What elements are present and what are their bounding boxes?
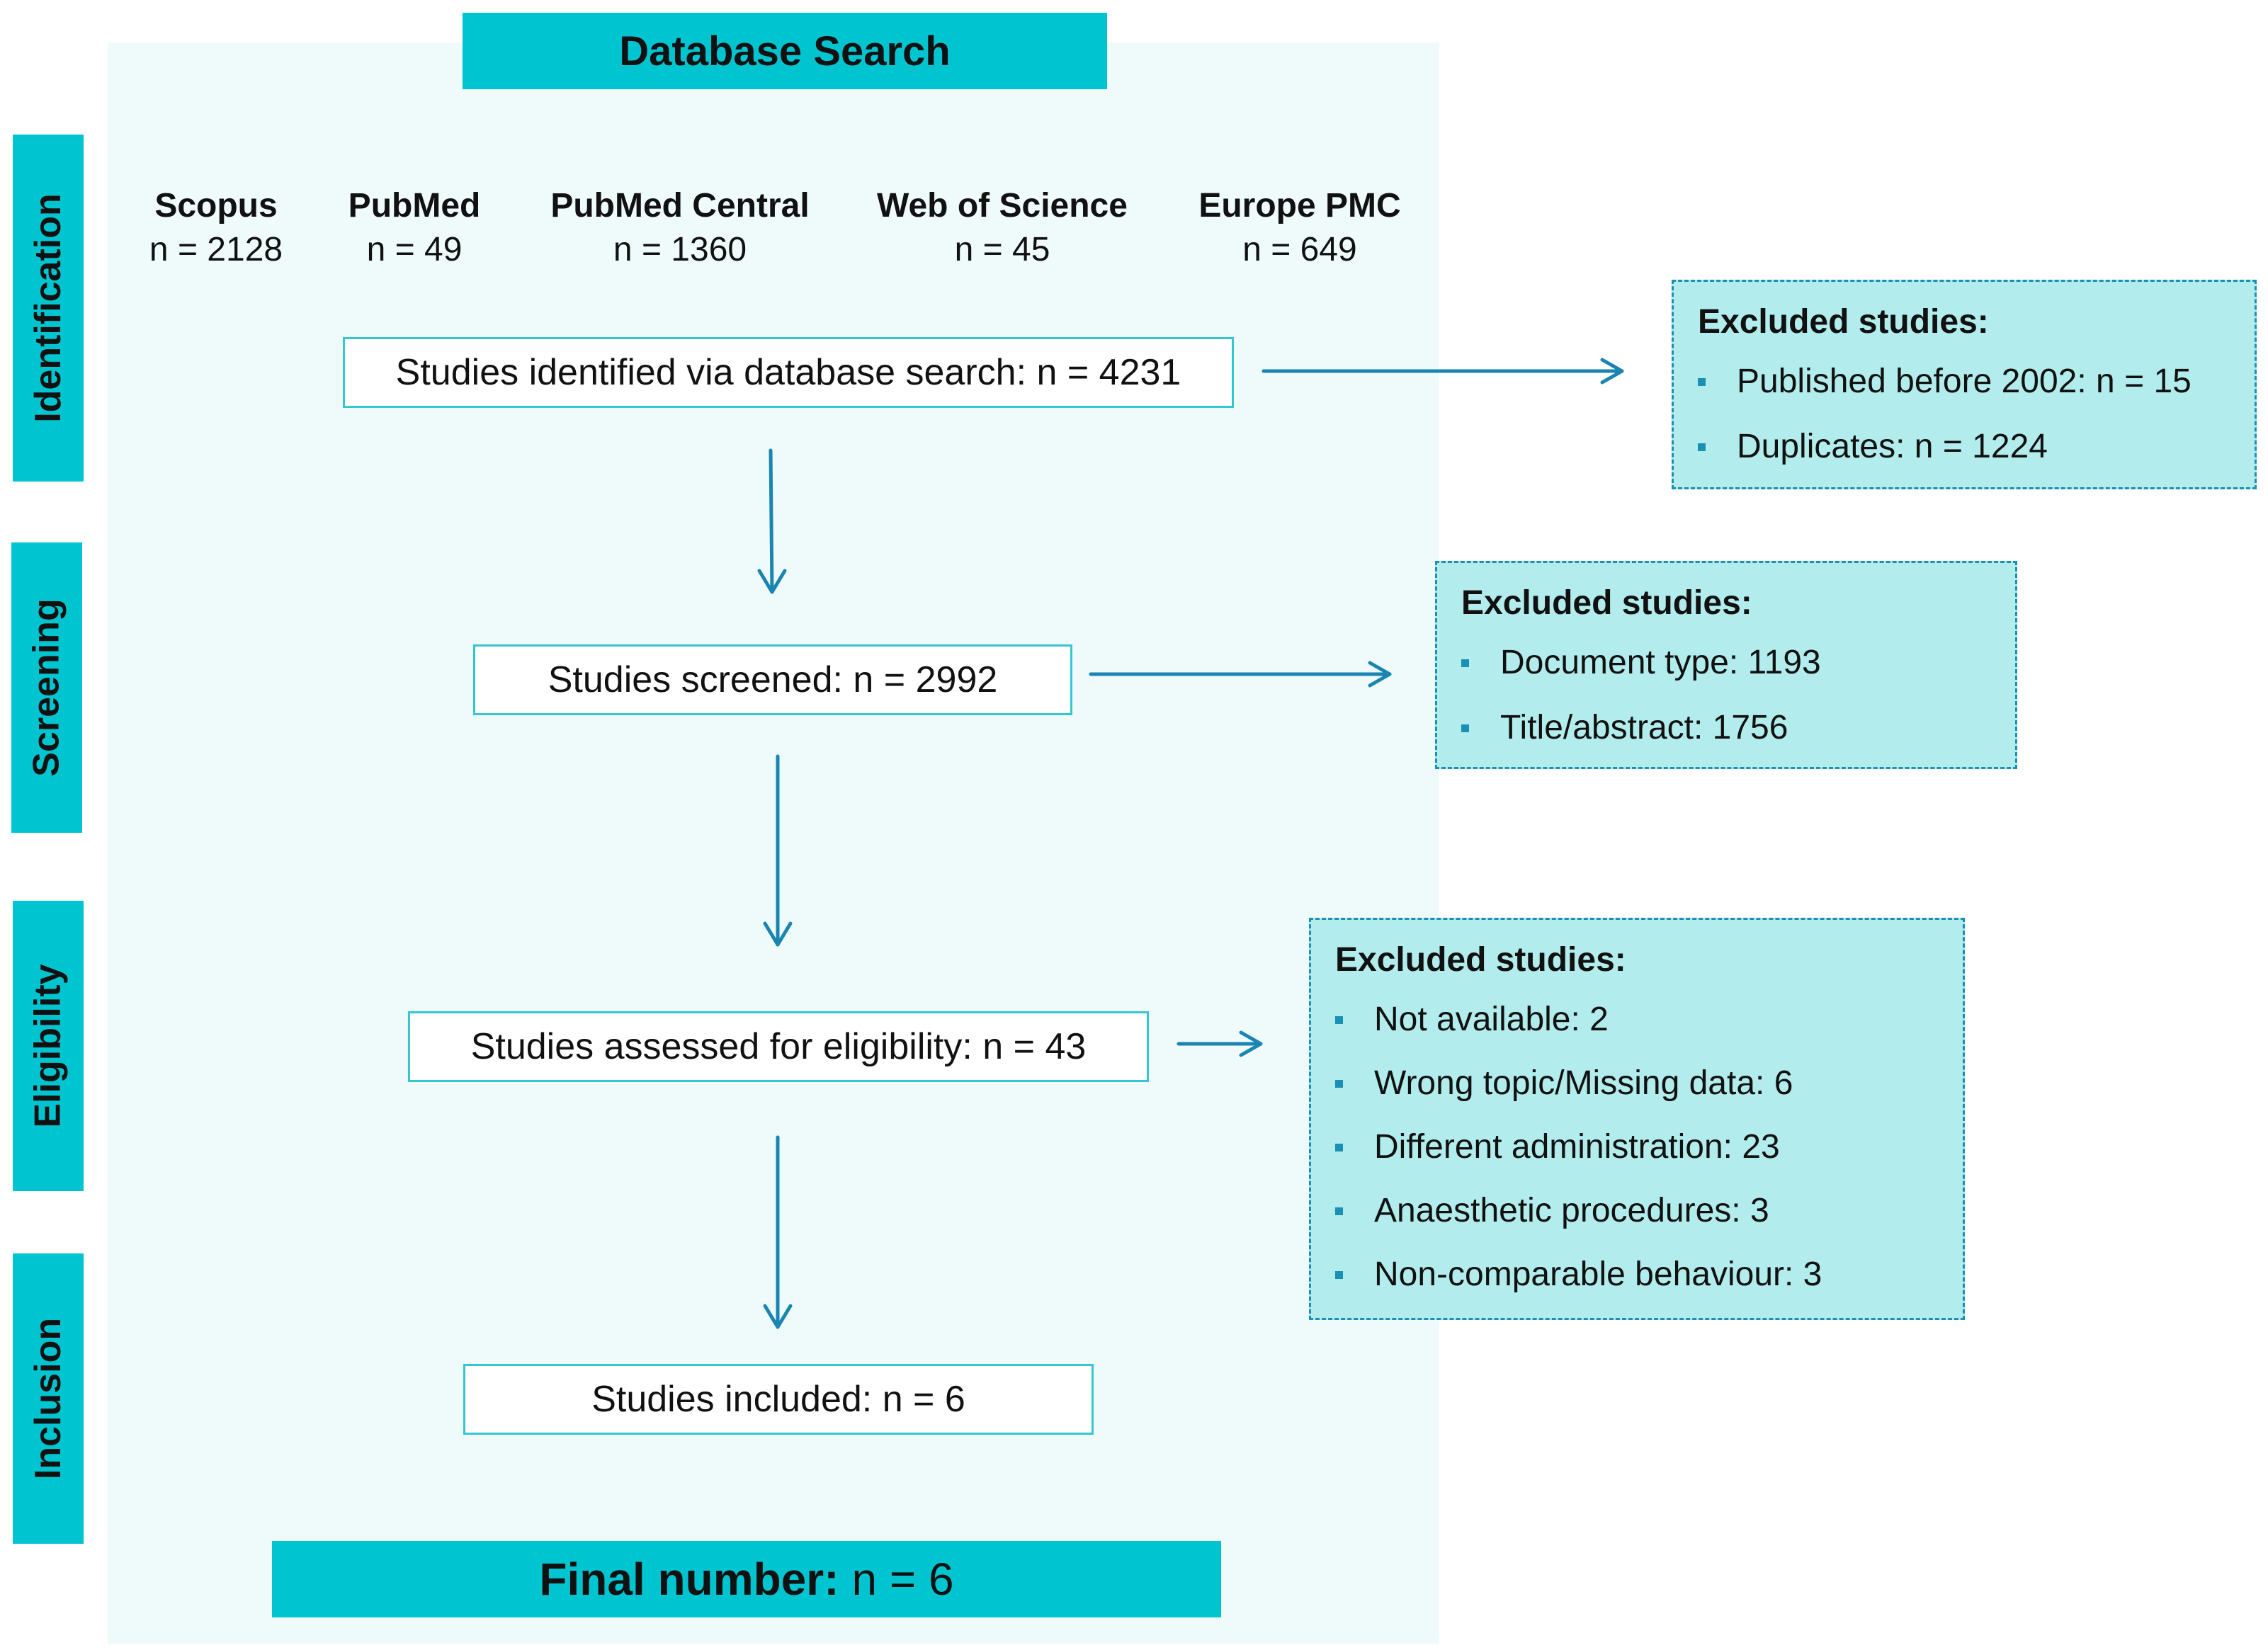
list-item: Not available: 2 xyxy=(1335,998,1941,1042)
database-europe-pmc: Europe PMC n = 649 xyxy=(1162,184,1438,272)
final-number-value: n = 6 xyxy=(851,1554,954,1605)
phase-label-eligibility: Eligibility xyxy=(13,901,84,1191)
step-eligibility-text: Studies assessed for eligibility: n = 43 xyxy=(470,1026,1087,1067)
excluded-screening-box: Excluded studies: Document type: 1193 Ti… xyxy=(1435,561,2017,769)
arrow-down-icon xyxy=(763,754,793,947)
excluded-identification-box: Excluded studies: Published before 2002:… xyxy=(1672,280,2257,489)
step-identified-box: Studies identified via database search: … xyxy=(343,337,1234,408)
list-item: Published before 2002: n = 15 xyxy=(1698,360,2233,404)
database-name: PubMed Central xyxy=(550,187,810,224)
database-pubmed-central: PubMed Central n = 1360 xyxy=(524,184,836,272)
database-count: n = 1360 xyxy=(613,231,747,268)
bullet-icon xyxy=(1461,724,1469,732)
bullet-icon xyxy=(1335,1015,1343,1024)
list-item: Anaesthetic procedures: 3 xyxy=(1335,1189,1941,1233)
database-count: n = 49 xyxy=(366,231,463,268)
step-screened-text: Studies screened: n = 2992 xyxy=(548,659,998,700)
step-included-text: Studies included: n = 6 xyxy=(591,1379,965,1420)
database-search-header: Database Search xyxy=(463,13,1107,89)
list-item: Non-comparable behaviour: 3 xyxy=(1335,1253,1941,1297)
excluded-title: Excluded studies: xyxy=(1698,303,1989,341)
excluded-list: Published before 2002: n = 15 Duplicates… xyxy=(1698,360,2233,469)
bullet-icon xyxy=(1335,1207,1343,1215)
excluded-title: Excluded studies: xyxy=(1335,941,1626,979)
database-name: PubMed xyxy=(348,187,481,224)
bullet-icon xyxy=(1335,1143,1343,1151)
database-scopus: Scopus n = 2128 xyxy=(127,184,305,272)
step-screened-box: Studies screened: n = 2992 xyxy=(473,644,1072,715)
database-web-of-science: Web of Science n = 45 xyxy=(850,184,1155,272)
database-name: Scopus xyxy=(154,187,278,224)
list-item: Title/abstract: 1756 xyxy=(1461,706,1994,750)
arrow-right-icon xyxy=(1261,358,1624,385)
database-pubmed: PubMed n = 49 xyxy=(319,184,510,272)
database-count: n = 45 xyxy=(954,231,1050,268)
list-item: Different administration: 23 xyxy=(1335,1125,1941,1169)
excluded-title: Excluded studies: xyxy=(1461,584,1752,622)
bullet-icon xyxy=(1698,443,1706,451)
phase-label-screening: Screening xyxy=(11,542,82,833)
final-number-bar: Final number: n = 6 xyxy=(272,1541,1221,1617)
bullet-icon xyxy=(1335,1079,1343,1088)
list-item: Duplicates: n = 1224 xyxy=(1698,425,2233,469)
step-included-box: Studies included: n = 6 xyxy=(463,1364,1094,1435)
excluded-eligibility-box: Excluded studies: Not available: 2 Wrong… xyxy=(1309,918,1965,1320)
excluded-list: Document type: 1193 Title/abstract: 1756 xyxy=(1461,641,1994,750)
bullet-icon xyxy=(1335,1270,1343,1279)
final-number-label: Final number: xyxy=(539,1554,839,1605)
step-eligibility-box: Studies assessed for eligibility: n = 43 xyxy=(408,1011,1149,1082)
step-identified-text: Studies identified via database search: … xyxy=(395,352,1181,393)
bullet-icon xyxy=(1461,659,1469,667)
database-name: Web of Science xyxy=(877,187,1128,224)
database-count: n = 649 xyxy=(1242,231,1357,268)
arrow-right-icon xyxy=(1176,1030,1263,1057)
excluded-list: Not available: 2 Wrong topic/Missing dat… xyxy=(1335,998,1941,1297)
database-search-title: Database Search xyxy=(619,28,951,74)
arrow-right-icon xyxy=(1089,661,1392,688)
arrow-down-icon xyxy=(763,1135,793,1329)
phase-label-identification: Identification xyxy=(13,135,84,482)
arrow-down-icon xyxy=(757,448,787,594)
database-name: Europe PMC xyxy=(1198,187,1401,224)
list-item: Wrong topic/Missing data: 6 xyxy=(1335,1062,1941,1105)
list-item: Document type: 1193 xyxy=(1461,641,1994,685)
database-count: n = 2128 xyxy=(149,231,283,268)
bullet-icon xyxy=(1698,377,1706,386)
phase-label-inclusion: Inclusion xyxy=(13,1253,84,1544)
